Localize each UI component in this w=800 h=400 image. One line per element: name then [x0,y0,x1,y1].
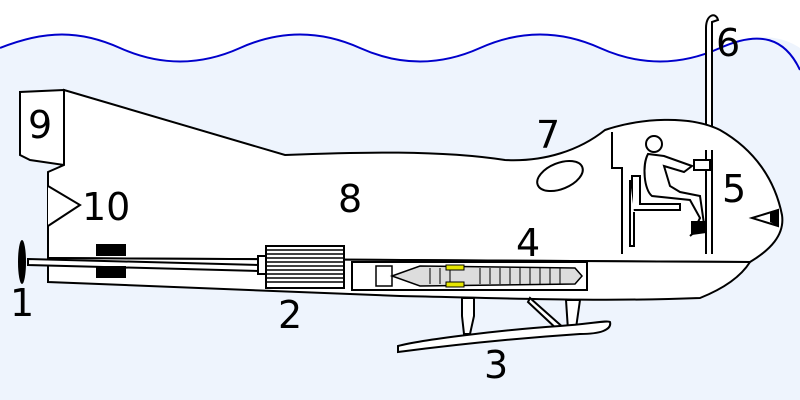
cockpit-frame [611,132,623,254]
battery-pack [257,245,345,289]
callout-10: 10 [82,185,130,229]
engine-bay [351,261,588,291]
callout-1: 1 [10,281,34,325]
callout-2: 2 [278,293,302,337]
pilot-figure [629,135,711,247]
callout-6: 6 [716,21,740,65]
shaft-bearing-upper [96,244,126,256]
callout-7: 7 [536,113,560,157]
propeller [18,240,26,284]
nose-light-lens [770,210,778,226]
shaft-bearing-lower [96,266,126,278]
callout-8: 8 [338,177,362,221]
callout-5: 5 [722,167,746,211]
dorsal-hatch [536,159,584,193]
water-surface-wave [0,33,800,71]
callout-9: 9 [28,103,52,147]
hull-upper [47,88,784,264]
rudder-recess [47,185,82,227]
callout-4: 4 [516,221,540,265]
snorkel-mast [705,14,720,151]
landing-skid [397,296,612,354]
callout-3: 3 [484,343,508,387]
